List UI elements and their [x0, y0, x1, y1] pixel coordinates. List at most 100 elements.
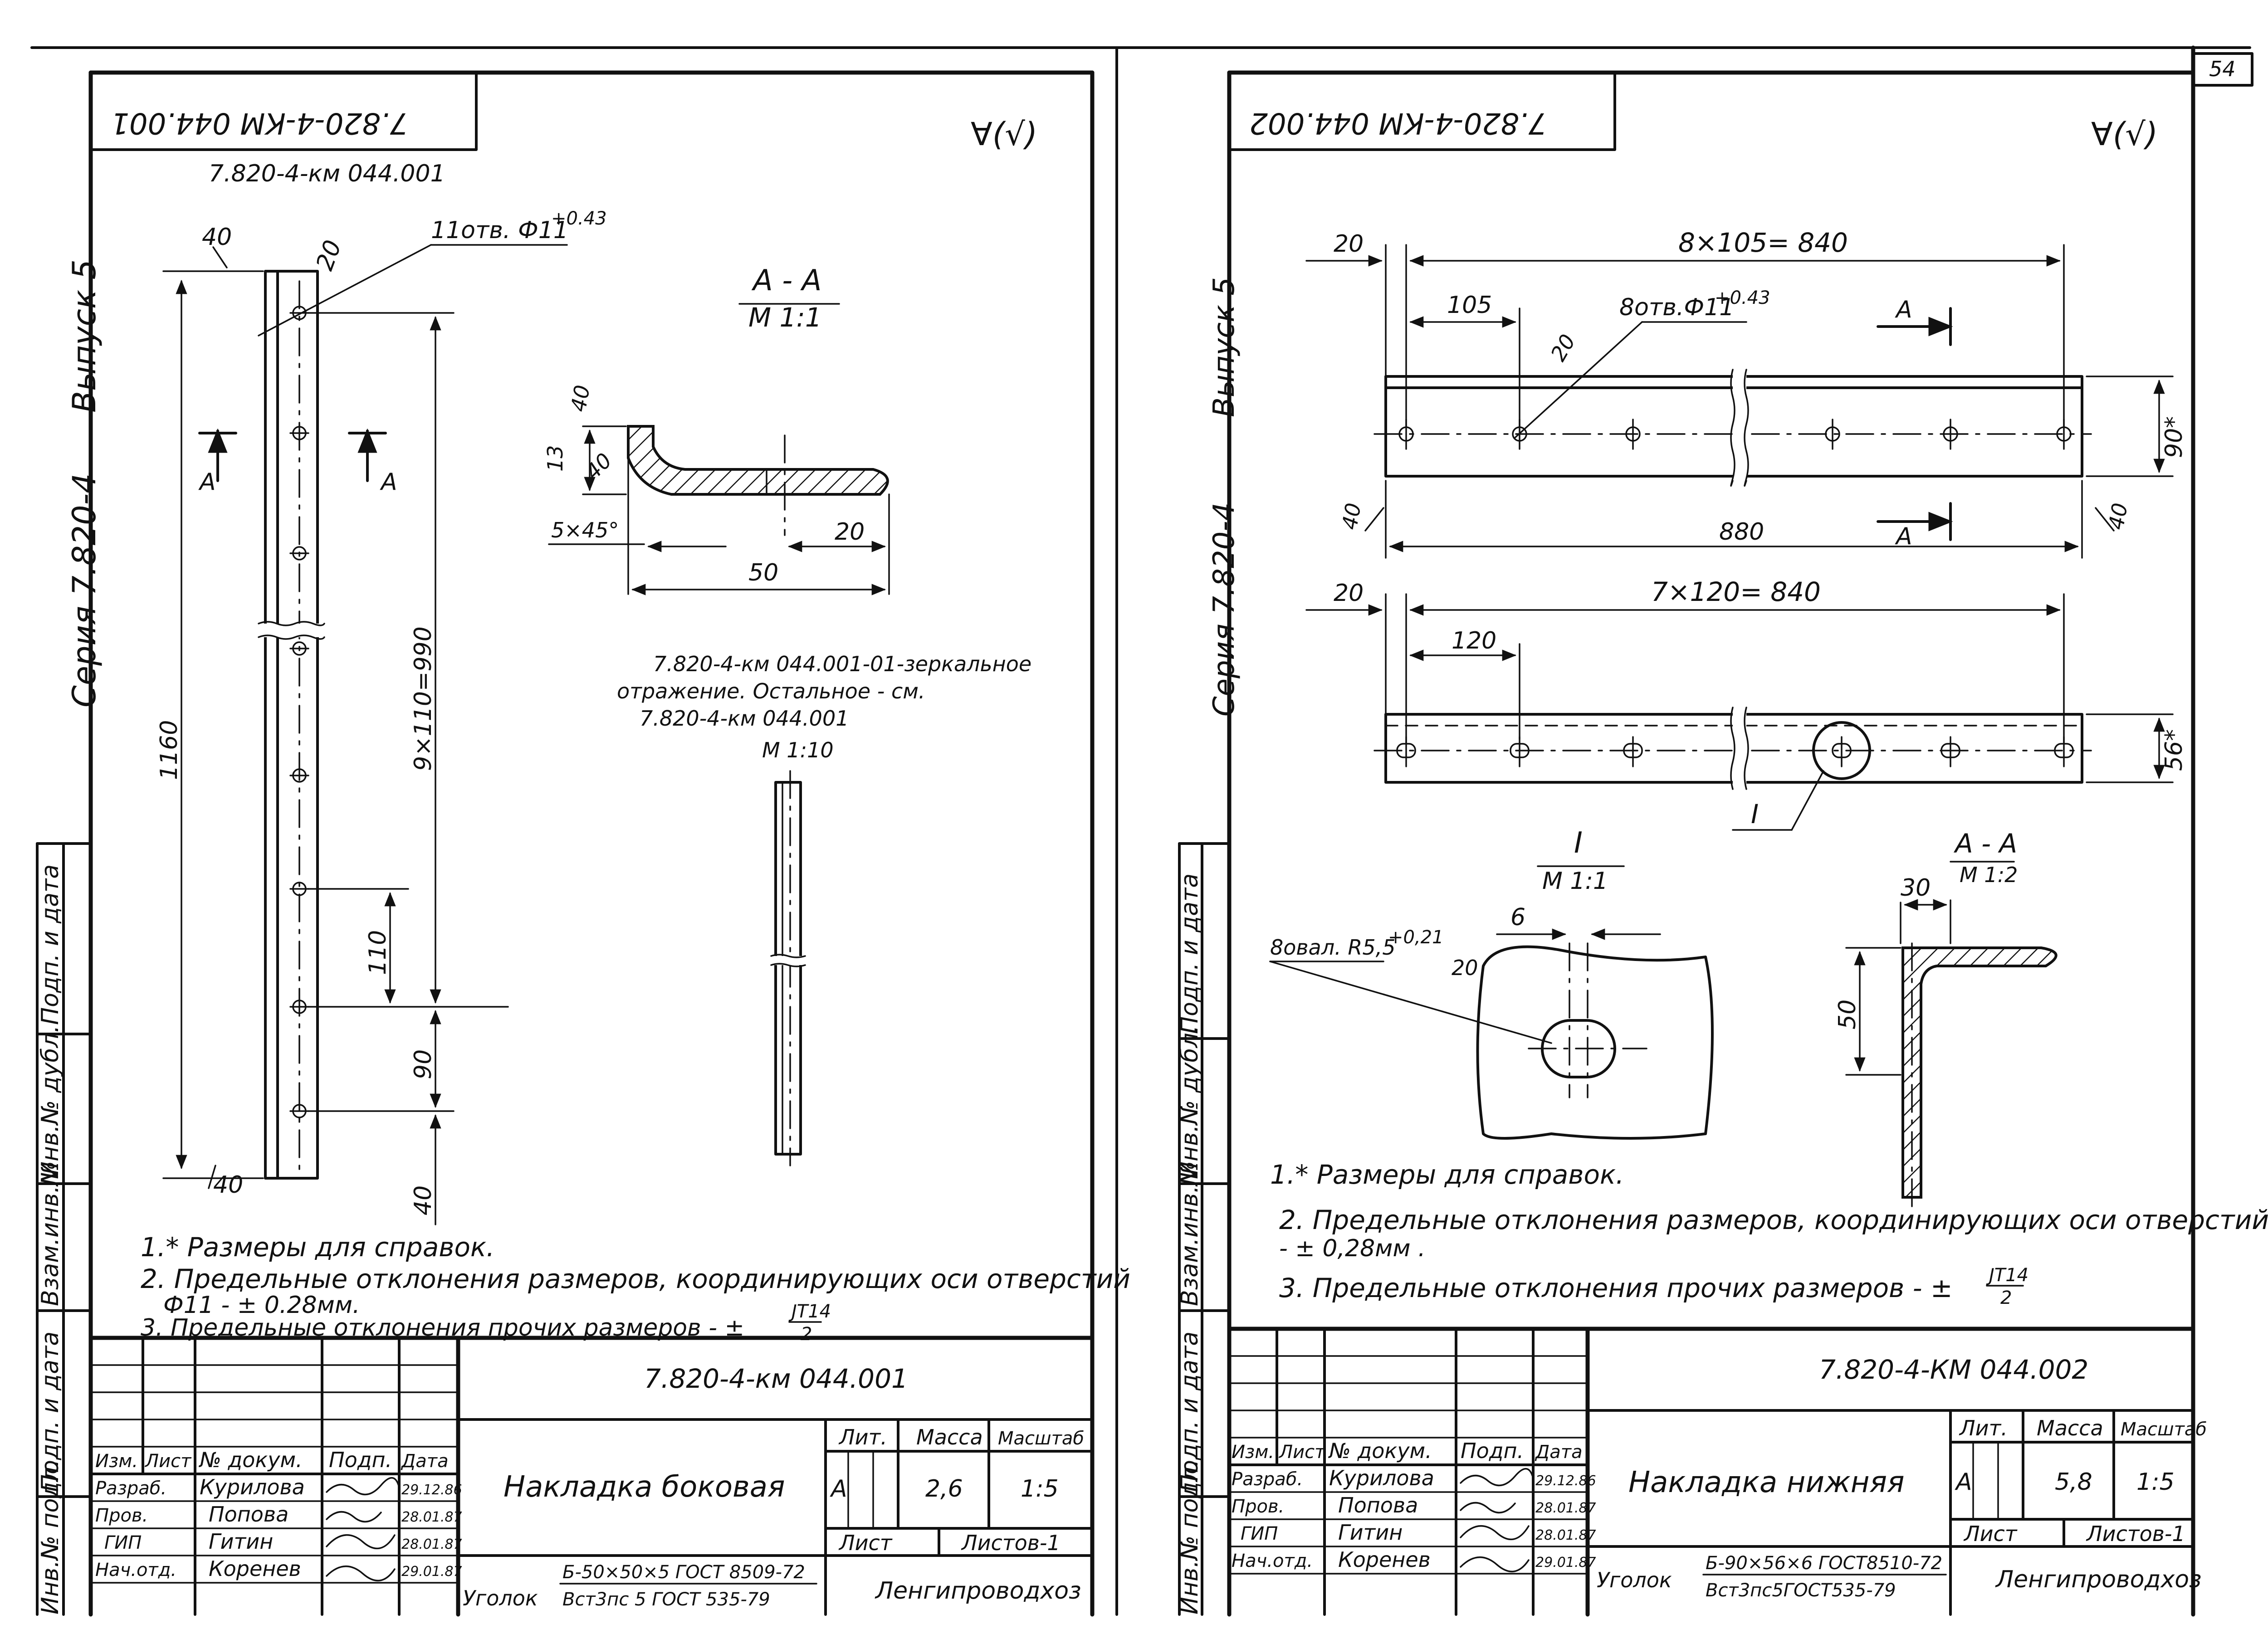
left-dim-40-chamfer: 40: [213, 1171, 243, 1199]
left-tb-head-date: Дата: [401, 1451, 449, 1472]
left-tb-head-sign: Подп.: [329, 1448, 392, 1472]
right-tb-mass-label: Масса: [2037, 1416, 2103, 1440]
left-part-view: 1160 9×110=990 110 90 40 40 40 20: [156, 208, 607, 1225]
right-detail-title: I: [1574, 826, 1583, 860]
left-tb-head-doc: № докум.: [198, 1448, 303, 1472]
right-signature-3: [1460, 1525, 1530, 1541]
left-dim-110: 110: [364, 930, 391, 975]
left-side-col-4: Подп. и дата: [37, 1332, 64, 1492]
left-dim-990: 9×110=990: [410, 626, 437, 771]
left-tb-sheet-label: Лист: [838, 1531, 893, 1555]
right-tb-org: Ленгипроводхоз: [1995, 1566, 2202, 1593]
right-dim-20: 20: [1334, 230, 1364, 258]
left-section-dim-20: 20: [835, 518, 865, 546]
left-tb-person-4: Коренев: [209, 1556, 301, 1581]
right-dim-40a: 40: [1337, 501, 1366, 532]
left-tb-role-1: Разраб.: [95, 1478, 166, 1499]
right-detail-view: I М 1:1 6 8овал. R5,5 +0,21 20: [1269, 826, 1714, 1140]
left-side-col-3: Взам.инв.№: [37, 1161, 64, 1306]
left-mirror-note-2: отражение. Остальное - см.: [617, 679, 925, 703]
right-stamp-code: 7.820-4-КМ 044.002: [1249, 106, 1547, 140]
right-signature-1: [1460, 1468, 1534, 1487]
right-bottom-view: I 20 7×120= 840 120 56*: [1305, 576, 2188, 831]
left-note-1: 1.* Размеры для справок.: [141, 1232, 494, 1263]
right-tb-head-date: Дата: [1535, 1442, 1583, 1463]
left-tb-lit-label: Лит.: [838, 1425, 887, 1449]
left-section-mark-a1: А: [198, 468, 216, 496]
right-dim-40b: 40: [2104, 501, 2132, 532]
right-tb-sheets-label: Листов-1: [2086, 1522, 2185, 1546]
right-tb-date-3: 28.01.87: [1535, 1527, 1596, 1543]
right-signature-4: [1460, 1556, 1530, 1572]
right-tb-person-2: Попова: [1338, 1493, 1418, 1517]
right-tb-role-3: ГИП: [1241, 1523, 1278, 1544]
right-dim-105: 105: [1447, 292, 1492, 319]
right-tb-head-doc: № докум.: [1328, 1439, 1432, 1463]
right-tb-lit-label: Лит.: [1959, 1416, 2008, 1440]
right-side-col-1: Подп. и дата: [1176, 873, 1203, 1034]
left-tb-material-prefix: Уголок: [463, 1586, 538, 1610]
right-tb-material-prefix: Уголок: [1597, 1568, 1672, 1592]
right-top-view: 20 8×105= 840 105 8отв.Ф11 +0.43 20 880 …: [1305, 227, 2188, 559]
right-detail-circle: [1812, 721, 1871, 780]
right-sheet: 7.820-4-КМ 044.002 ∀(√) Подп. и дата Инв…: [1176, 70, 2268, 1617]
left-tb-person-1: Курилова: [200, 1475, 305, 1499]
left-signature-4: [326, 1566, 396, 1581]
left-tb-head-izm: Изм.: [95, 1451, 138, 1472]
right-note-3: 3. Предельные отклонения прочих размеров…: [1279, 1273, 1953, 1303]
left-side-col-1: Подп. и дата: [37, 864, 64, 1025]
right-tol-num: JT14: [1986, 1265, 2028, 1286]
right-tb-name: Накладка нижняя: [1628, 1466, 1905, 1499]
right-tb-scale: 1:5: [2136, 1468, 2175, 1496]
right-tb-scale-label: Масштаб: [2121, 1419, 2207, 1440]
left-mirror-view: [770, 770, 806, 1166]
left-signature-3: [326, 1534, 396, 1550]
left-tb-org: Ленгипроводхоз: [875, 1577, 1081, 1605]
right-side-issue: Выпуск 5: [1207, 277, 1241, 417]
left-section-chamfer: 5×45°: [551, 518, 619, 542]
right-side-col-4: Подп. и дата: [1176, 1332, 1203, 1492]
right-dim-bottom-120: 120: [1452, 627, 1496, 654]
right-stamp-box: [1228, 71, 1616, 151]
left-tb-material-top: Б-50×50×5 ГОСТ 8509-72: [562, 1562, 805, 1583]
left-hole-tolerance: +0.43: [551, 208, 607, 229]
right-tb-code: 7.820-4-КМ 044.002: [1819, 1354, 2088, 1385]
right-side-col-5: Инв.№ подл.: [1176, 1459, 1203, 1614]
left-section-aa: А - А М 1:1 13 40 40 5×45° 20 50: [543, 264, 890, 595]
left-dim-20-top: 20: [311, 237, 347, 274]
left-tol-num: JT14: [788, 1301, 831, 1322]
right-side-series: Серия 7.820-4: [1207, 502, 1241, 717]
right-tb-role-4: Нач.отд.: [1232, 1551, 1313, 1571]
left-tb-person-3: Гитин: [209, 1529, 273, 1554]
right-section-mark-a2: А: [1895, 523, 1912, 550]
left-stamp-box: [89, 71, 478, 151]
right-detail-callout: 8овал. R5,5: [1270, 935, 1395, 960]
right-dim-bottom-840: 7×120= 840: [1651, 576, 1821, 607]
left-mirror-note-3: 7.820-4-км 044.001: [640, 706, 849, 731]
right-dim-56: 56*: [2160, 729, 2188, 771]
right-tb-sheet-label: Лист: [1963, 1522, 2018, 1546]
right-dim-bottom-20: 20: [1334, 580, 1364, 607]
right-detail-d20: 20: [1452, 956, 1478, 980]
left-tb-role-3: ГИП: [104, 1532, 142, 1553]
left-tb-person-2: Попова: [209, 1502, 288, 1527]
right-tb-date-1: 29.12.86: [1535, 1473, 1596, 1489]
left-roughness-mark: ∀(√): [971, 116, 1037, 153]
left-tb-mass-label: Масса: [916, 1425, 983, 1449]
right-section-aa: А - А М 1:2 30 50: [1834, 828, 2058, 1207]
left-tb-mass: 2,6: [925, 1475, 963, 1502]
right-signature-2: [1460, 1502, 1516, 1514]
right-hole-d20: 20: [1546, 330, 1580, 366]
left-tb-code: 7.820-4-км 044.001: [644, 1363, 908, 1394]
right-tb-head-sign: Подп.: [1461, 1439, 1524, 1463]
left-side-issue: Выпуск 5: [66, 259, 103, 413]
right-note-1: 1.* Размеры для справок.: [1270, 1159, 1624, 1190]
left-header-code: 7.820-4-км 044.001: [209, 160, 445, 187]
right-section-mark-a1: А: [1895, 296, 1912, 323]
page-number: 54: [2209, 57, 2236, 81]
left-mirror-note-1: 7.820-4-км 044.001-01-зеркальное: [653, 652, 1031, 676]
left-tb-date-3: 28.01.87: [401, 1536, 462, 1552]
left-section-mark-a2: А: [380, 468, 397, 496]
left-section-dim-40b: 40: [581, 448, 617, 484]
page-number-box: [2192, 52, 2253, 87]
